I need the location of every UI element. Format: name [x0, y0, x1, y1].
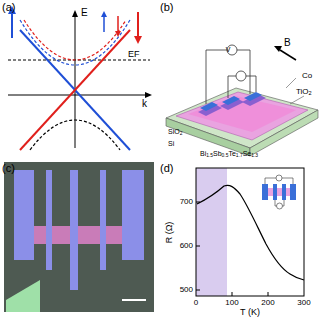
- tick-label: 700: [180, 198, 193, 206]
- axis-title: T (K): [240, 308, 260, 317]
- tick-label: 600: [180, 242, 193, 250]
- axis-label: k: [142, 99, 147, 109]
- panel-letter: (d): [160, 163, 173, 174]
- tick-label: 0: [194, 299, 198, 307]
- material-label: Bi1.5Sb0.5Te1.7Se1.3: [200, 150, 258, 157]
- tick-label: 500: [180, 286, 193, 294]
- panel-letter: (b): [160, 2, 173, 13]
- device-schematic: [166, 45, 318, 156]
- fermi-label: EF: [128, 50, 140, 59]
- panel-letter: (a): [2, 2, 15, 13]
- panel-letter: (c): [2, 163, 15, 174]
- layer-label: Si: [168, 140, 174, 147]
- dirac-cone: [8, 6, 152, 150]
- micrograph: [4, 162, 154, 312]
- tick-label: 200: [261, 299, 274, 307]
- material-label: TiO2: [296, 88, 312, 96]
- meter-label: V: [226, 46, 231, 53]
- resistance-plot: [196, 168, 304, 296]
- tick-label: 300: [297, 299, 310, 307]
- axis-label: E: [81, 8, 88, 18]
- tick-label: 100: [225, 299, 238, 307]
- field-label: B: [284, 38, 291, 48]
- layer-label: SiO2: [168, 128, 182, 135]
- axis-title: R (Ω): [165, 221, 174, 243]
- material-label: Co: [302, 72, 312, 80]
